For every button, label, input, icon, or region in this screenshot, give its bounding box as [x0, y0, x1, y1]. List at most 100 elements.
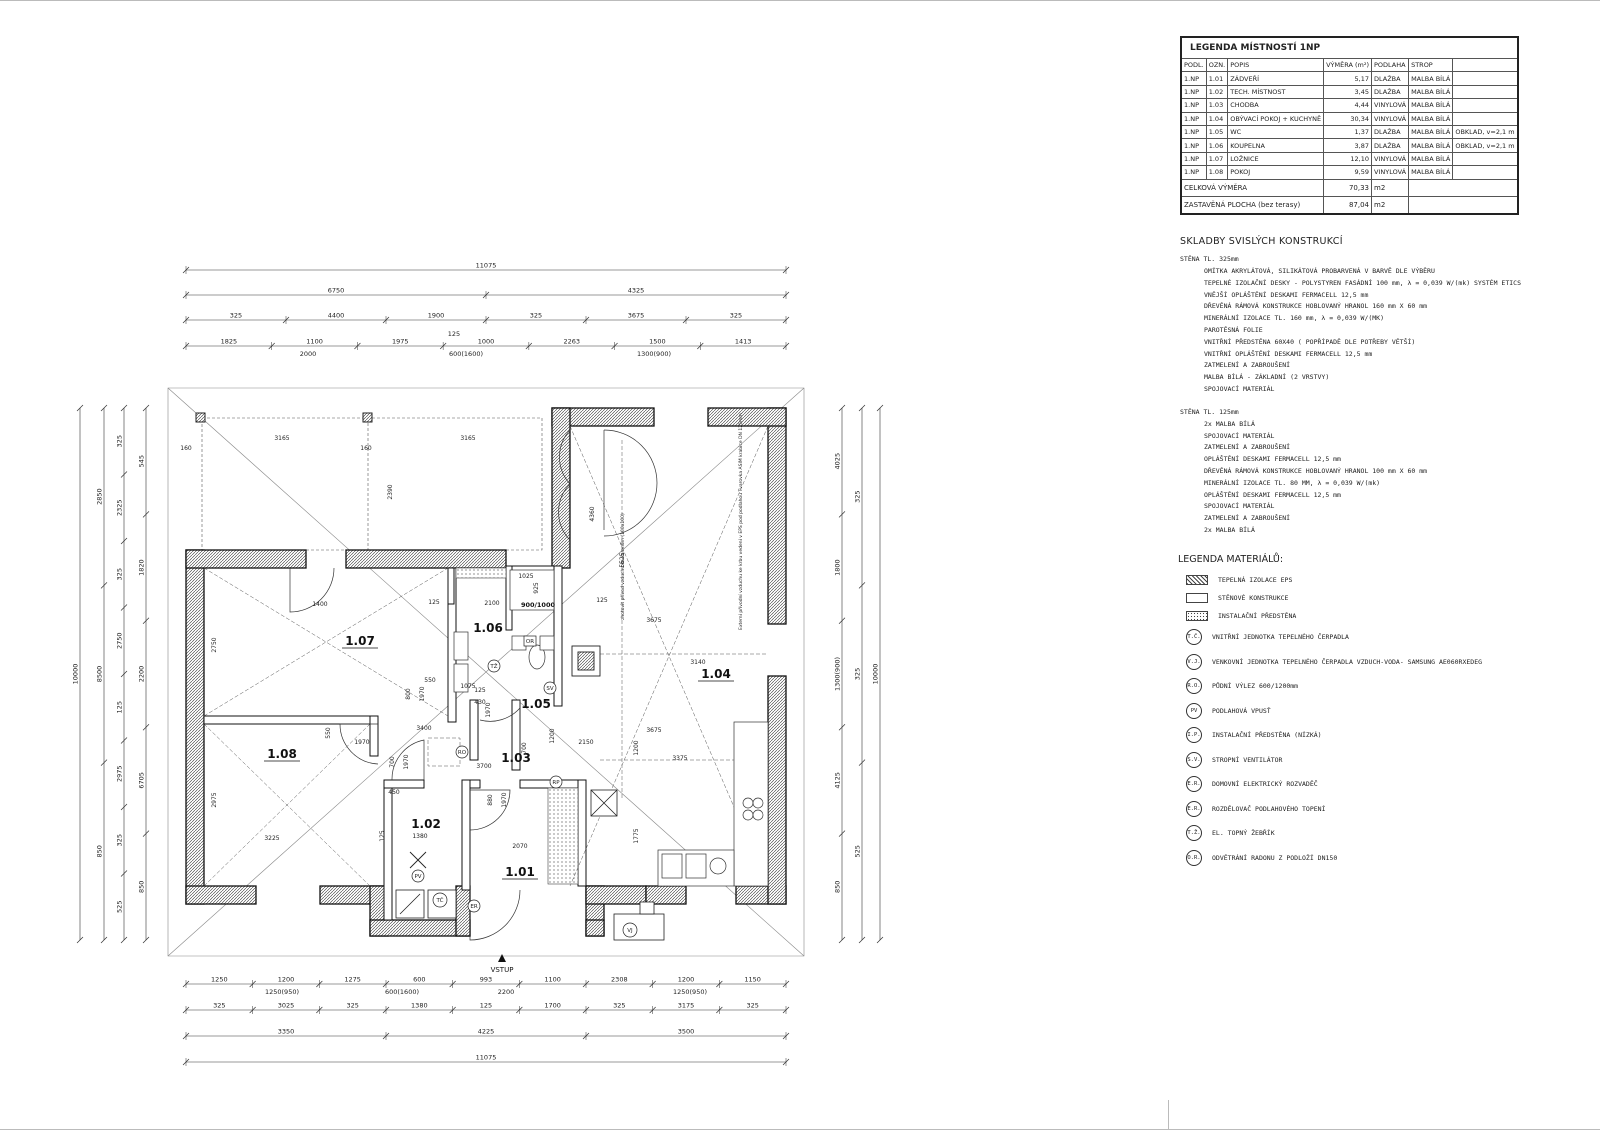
dimension-label: 325 [230, 312, 242, 320]
legend-built-row: ZASTAVĚNÁ PLOCHA (bez terasy) 87,04 m2 [1180, 195, 1519, 215]
dimension-tick [838, 617, 846, 625]
dimension-label: 325 [116, 834, 124, 846]
legend-cell-area: 30,34 [1323, 111, 1372, 126]
legend-cell-flooring: VINYLOVÁ [1370, 165, 1410, 180]
dimension-label: 1000 [478, 338, 495, 346]
interior-dimension: 160 [360, 445, 372, 452]
interior-dimension: 1970 [501, 792, 508, 807]
dimension-label: 2325 [116, 499, 124, 516]
svg-text:OR: OR [526, 639, 534, 645]
wall-layer: DŘEVĚNÁ RÁMOVÁ KONSTRUKCE HOBLOVANÝ HRAN… [1204, 466, 1428, 475]
dimension-tick [100, 936, 108, 944]
symbol-item: V.J.VENKOVNÍ JEDNOTKA TEPELNÉHO ČERPADLA… [1178, 650, 1578, 675]
dimension-tick [858, 582, 866, 589]
symbol-code: E.R. [1186, 776, 1202, 793]
legend-cell-area: 5,17 [1323, 71, 1372, 86]
dimension-tick [142, 936, 150, 944]
legend-cell-area: 3,87 [1323, 138, 1372, 153]
interior-dimension: 2100 [484, 600, 499, 607]
dimension-tick [142, 511, 150, 518]
room-legend-table: LEGENDA MÍSTNOSTÍ 1NP PODL. OZN. POPIS V… [1180, 36, 1519, 215]
symbol-label: VENKOVNÍ JEDNOTKA TEPELNÉHO ČERPADLA VZD… [1212, 657, 1483, 666]
material-item: INSTALAČNÍ PŘEDSTĚNA [1178, 607, 1578, 625]
interior-dimension: 450 [388, 789, 400, 796]
dimension-tick [120, 537, 128, 545]
total-label: CELKOVÁ VÝMĚRA [1180, 178, 1325, 197]
dimension-tick [876, 404, 884, 412]
legend-title: LEGENDA MÍSTNOSTÍ 1NP [1180, 36, 1519, 59]
wall-layer: OPLÁŠTĚNÍ DESKAMI FERMACELL 12,5 mm [1204, 455, 1341, 464]
legend-cell-floor: 1.NP [1180, 98, 1207, 113]
bathroom-fixtures [453, 569, 555, 693]
interior-dimension: 800 [405, 688, 412, 700]
dimension-label: 4225 [478, 1028, 495, 1036]
dimension-label: 1300(900) [637, 350, 671, 358]
tech-units [395, 789, 665, 941]
symbol-code: PV [1186, 702, 1202, 719]
legend-cell-code: 1.06 [1205, 138, 1229, 153]
interior-dimension: 125 [596, 597, 608, 604]
interior-dimension: 3675 [646, 617, 661, 624]
entrance-label: VSTUP [491, 966, 514, 974]
symbol-item: S.V.STROPNÍ VENTILÁTOR [1178, 748, 1578, 773]
interior-dimension: 125 [474, 687, 486, 694]
dimension-label: 1100 [306, 338, 323, 346]
dimension-label: 600 [413, 976, 425, 984]
legend-cell-ceiling: MALBA BÍLÁ [1408, 124, 1454, 140]
wall-layer: ZATMELENÍ A ZABROUŠENÍ [1204, 361, 1291, 370]
dimension-label: 2750 [116, 632, 124, 649]
symbol-item: E.R.ROZDĚLOVAČ PODLAHOVÉHO TOPENÍ [1178, 797, 1578, 822]
dimension-label: 325 [854, 490, 862, 502]
room-labels: 1.07 1.08 1.06 1.05 1.04 1.03 1.02 1.01 [267, 621, 731, 879]
interior-dimension: 3225 [264, 835, 279, 842]
room-label: 1.06 [473, 621, 503, 635]
interior-dimension: 1970 [419, 686, 426, 701]
interior-dimension: 3165 [460, 435, 475, 442]
dimension-label: 1380 [411, 1002, 428, 1010]
fireplace [571, 645, 601, 677]
legend-header: OZN. [1205, 57, 1229, 73]
dimension-label: 325 [213, 1002, 225, 1010]
dimension-label: 1900 [428, 312, 445, 320]
floor-drain [409, 851, 427, 869]
legend-header: VÝMĚRA (m²) [1323, 57, 1372, 73]
wall-compositions: SKLADBY SVISLÝCH KONSTRUKCÍ STĚNA TL. 32… [1180, 236, 1580, 545]
interior-dimension: 2975 [211, 792, 218, 807]
kitchen-counter [657, 721, 769, 887]
dimension-label: 2850 [96, 488, 104, 505]
legend-cell-ceiling: MALBA BÍLÁ [1408, 98, 1454, 113]
wall-layer: TEPELNÉ IZOLAČNÍ DESKY - POLYSTYREN FASÁ… [1204, 278, 1521, 287]
legend-header: PODLAHA [1370, 57, 1410, 73]
dimension-label: 850 [138, 881, 146, 893]
dimension-tick [142, 830, 150, 837]
eps-duct-note: Externí přívodní vzduchu ke krbu vedení … [737, 413, 744, 630]
legend-cell-name: LOŽNICE [1227, 151, 1325, 167]
symbol-code: T.Č. [1186, 629, 1202, 646]
material-swatch [1186, 575, 1208, 585]
svg-text:VJ: VJ [627, 928, 633, 934]
dimension-label: 4125 [834, 772, 842, 789]
symbol-label: ROZDĚLOVAČ PODLAHOVÉHO TOPENÍ [1212, 804, 1326, 813]
dimension-label: 2975 [116, 765, 124, 782]
legend-cell-note [1452, 71, 1519, 86]
interior-dimension: 880 [487, 794, 494, 806]
dimension-label: 1825 [221, 338, 238, 346]
sheet-bottom-border [0, 1129, 1600, 1130]
interior-dimension: 3675 [646, 727, 661, 734]
interior-dimension: 1380 [412, 833, 427, 840]
dimension-label: 6705 [138, 772, 146, 789]
symbol-label: ODVĚTRÁNÍ RADONU Z PODLOŽÍ DN150 [1212, 853, 1338, 862]
legend-cell-area: 1,37 [1323, 124, 1372, 140]
room-label: 1.05 [521, 697, 551, 711]
legend-cell-ceiling: MALBA BÍLÁ [1408, 165, 1454, 180]
room-label: 1.08 [267, 747, 297, 761]
interior-dimension: 1200 [549, 728, 556, 743]
symbol-item: R.O.PŮDNÍ VÝLEZ 600/1200mm [1178, 674, 1578, 699]
dimension-label: 600(1600) [385, 988, 419, 996]
interior-dimension: 925 [533, 582, 540, 594]
legend-cell-flooring: DLAŽBA [1370, 138, 1410, 153]
legend-cell-code: 1.07 [1205, 151, 1229, 167]
